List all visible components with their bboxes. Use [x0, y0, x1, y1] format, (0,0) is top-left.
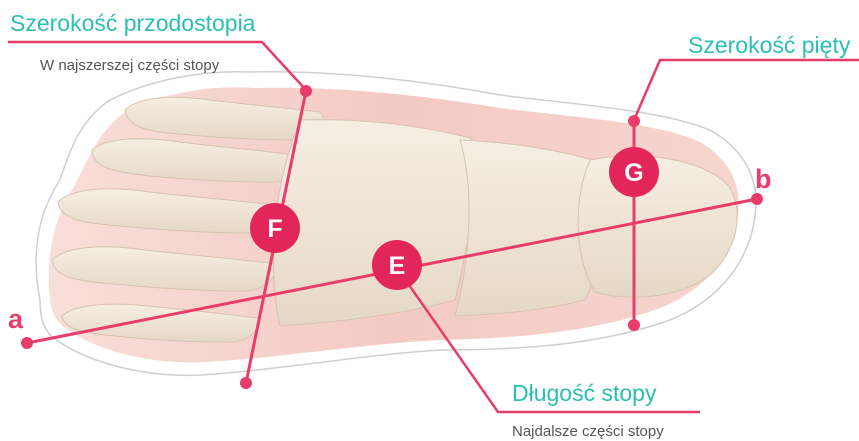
metatarsals: [273, 120, 474, 326]
forefoot-bottom-dot: [240, 377, 252, 389]
heel-bottom-dot: [628, 319, 640, 331]
marker-F-letter: F: [267, 215, 282, 243]
heel-width-title: Szerokość pięty: [688, 34, 850, 57]
endpoint-b-label: b: [755, 164, 772, 194]
marker-G-letter: G: [624, 159, 643, 187]
forefoot-width-subtitle: W najszerszej części stopy: [40, 58, 219, 73]
marker-E-letter: E: [389, 252, 406, 280]
marker-G: G: [609, 147, 659, 197]
endpoint-b-dot: [751, 193, 763, 205]
forefoot-top-dot: [300, 85, 312, 97]
foot-length-subtitle: Najdalsze części stopy: [512, 424, 664, 439]
marker-E: E: [372, 240, 422, 290]
endpoint-a-dot: [21, 337, 33, 349]
forefoot-width-title: Szerokość przodostopia: [10, 12, 255, 35]
midfoot-bones: [273, 120, 605, 326]
heel-top-dot: [628, 115, 640, 127]
marker-F: F: [250, 203, 300, 253]
heel-width-leader: [634, 60, 859, 120]
foot-length-title: Długość stopy: [512, 382, 656, 405]
endpoint-a-label: a: [8, 304, 24, 334]
